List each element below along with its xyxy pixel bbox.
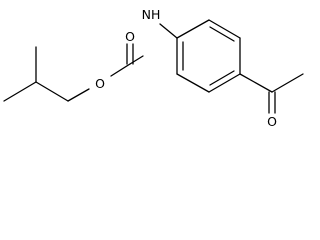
bond-n-aryl	[159, 23, 178, 39]
bond-aryl-co	[239, 73, 273, 93]
ring-inner-2	[209, 70, 235, 86]
bond-o-c	[110, 63, 131, 77]
ketone-oxygen-label: O	[267, 114, 277, 129]
structure-diagram: O O NH O	[3, 7, 304, 129]
ring-bond-4	[208, 73, 241, 93]
ring-bond-1	[176, 19, 210, 39]
carbonyl-oxygen-label: O	[125, 29, 135, 44]
bond-c-n	[129, 55, 144, 65]
molecule-canvas: O O NH O	[3, 7, 304, 129]
bond-co-ch3	[271, 73, 304, 93]
bond-ch-ch2	[35, 81, 69, 102]
nh-label: NH	[142, 7, 161, 22]
bond-ch2-o	[67, 88, 90, 102]
ring-bond-5	[176, 73, 210, 93]
ester-oxygen-label: O	[95, 76, 105, 91]
bond-ch3-ch	[3, 81, 37, 102]
ring-inner-1	[209, 26, 235, 42]
ring-bond-2	[208, 19, 241, 39]
